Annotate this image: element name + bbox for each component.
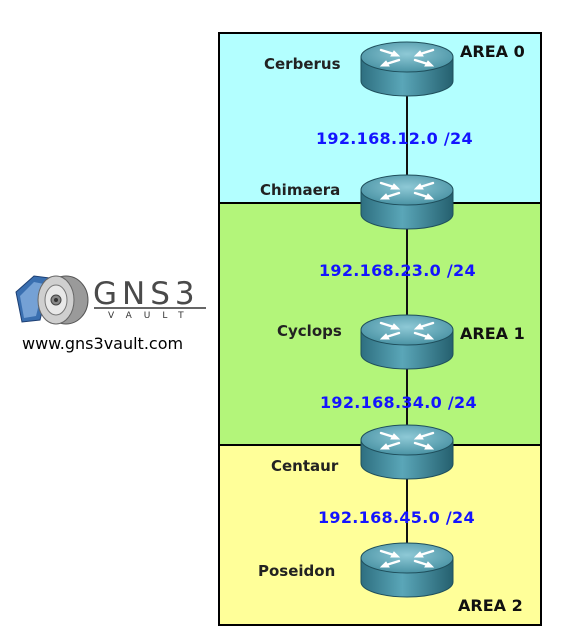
- router-chimaera-label: Chimaera: [260, 181, 341, 199]
- router-cyclops-icon[interactable]: [359, 314, 455, 372]
- area-1-label: AREA 1: [460, 324, 525, 343]
- router-chimaera-icon[interactable]: [359, 174, 455, 232]
- subnet-45-label: 192.168.45.0 /24: [318, 508, 475, 527]
- subnet-34-label: 192.168.34.0 /24: [320, 393, 477, 412]
- gns3-vault-logo: GNS3 VAULT: [15, 275, 206, 325]
- logo-brand-text: GNS3: [93, 276, 200, 312]
- website-url: www.gns3vault.com: [22, 334, 184, 353]
- link-centaur-poseidon: [406, 466, 408, 546]
- area-0-label: AREA 0: [460, 42, 525, 61]
- router-centaur-label: Centaur: [271, 457, 339, 475]
- link-cyclops-centaur: [406, 356, 408, 436]
- link-cerberus-chimaera: [406, 90, 408, 186]
- router-cerberus-icon[interactable]: [359, 41, 455, 99]
- vault-disk-icon: [15, 275, 89, 325]
- area-2-label: AREA 2: [458, 596, 523, 615]
- subnet-12-label: 192.168.12.0 /24: [316, 129, 473, 148]
- router-cyclops-label: Cyclops: [277, 322, 342, 340]
- subnet-23-label: 192.168.23.0 /24: [319, 261, 476, 280]
- router-poseidon-icon[interactable]: [359, 542, 455, 600]
- link-chimaera-cyclops: [406, 222, 408, 326]
- logo-tagline-text: VAULT: [108, 311, 196, 321]
- router-poseidon-label: Poseidon: [258, 562, 336, 580]
- router-centaur-icon[interactable]: [359, 424, 455, 482]
- router-cerberus-label: Cerberus: [264, 55, 341, 73]
